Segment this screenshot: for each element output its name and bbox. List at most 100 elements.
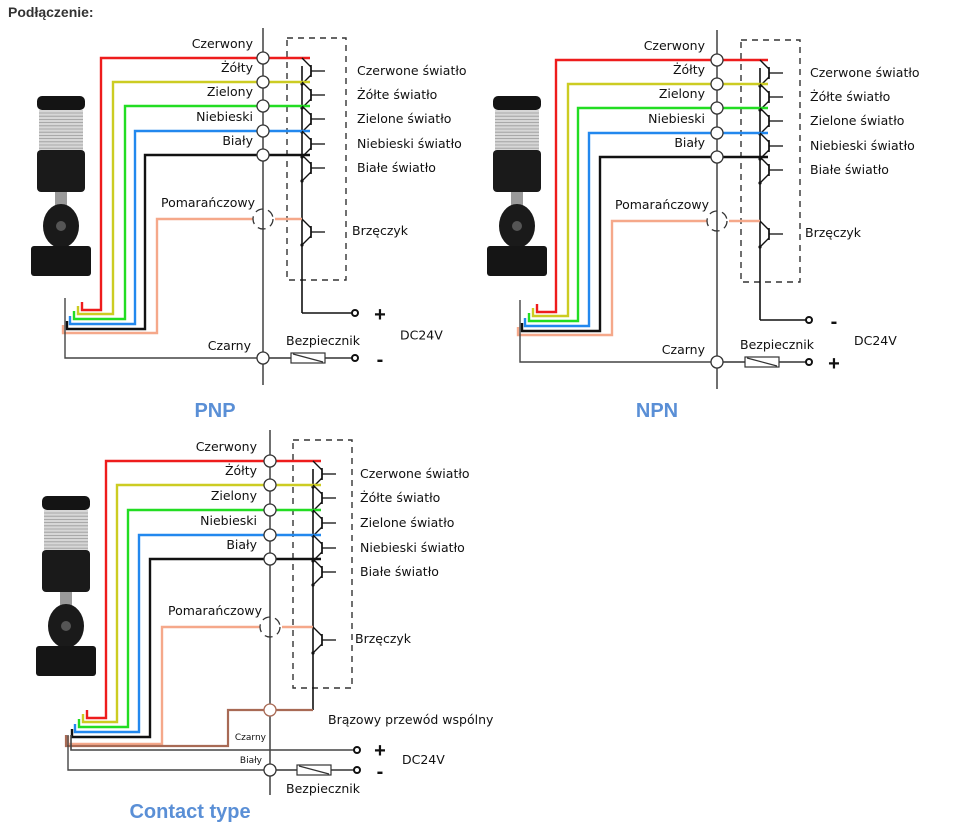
wire-label: Biały [674, 135, 705, 150]
wire-yellow [81, 483, 321, 724]
buzzer-wire-label: Pomarańczowy [161, 195, 256, 210]
crossing-icon [252, 208, 274, 230]
fuse-label: Bezpiecznik [286, 333, 361, 348]
terminal-icon [805, 358, 813, 366]
section-title: PNP [194, 400, 235, 422]
wire-label: Czerwony [644, 38, 706, 53]
junction-red [256, 51, 270, 65]
junction-yellow [710, 77, 724, 91]
transistor-icon [311, 509, 336, 538]
transistor-icon [311, 460, 336, 489]
fuse-label: Bezpiecznik [286, 781, 361, 796]
relay-box [286, 37, 347, 281]
crossing-icon [706, 210, 728, 232]
transistor-icon [758, 107, 783, 136]
supply-sign-lower: + [828, 353, 840, 375]
supply-label: DC24V [400, 328, 443, 343]
junction-black [263, 552, 277, 566]
ground-label: Czarny [208, 338, 252, 353]
fuse-label: Bezpiecznik [740, 337, 815, 352]
black-wire-label: Czarny [235, 733, 267, 743]
supply-sign-upper: + [374, 304, 386, 326]
wire-red [80, 56, 310, 312]
supply-sign-lower: - [377, 349, 384, 371]
junction-blue [263, 528, 277, 542]
relay-box [740, 39, 801, 283]
output-label: Zielone światło [810, 113, 904, 128]
wire-red [85, 459, 321, 720]
transistor-icon [300, 218, 325, 247]
terminal-icon [805, 316, 813, 324]
terminal-icon [351, 309, 359, 317]
junction-red [710, 53, 724, 67]
junction-blue [256, 124, 270, 138]
output-label: Żółte światło [810, 89, 890, 104]
wire-label: Niebieski [196, 109, 253, 124]
output-label: Czerwone światło [360, 466, 470, 481]
output-label: Niebieski światło [360, 540, 465, 555]
wire-black-supply [70, 735, 354, 751]
junction-red [263, 454, 277, 468]
section-title: NPN [636, 400, 678, 422]
junction-yellow [263, 478, 277, 492]
wire-white-supply [67, 735, 264, 771]
supply-sign-lower: - [377, 761, 384, 783]
supply-sign-upper: - [831, 311, 838, 333]
wire-label: Czerwony [192, 36, 254, 51]
wire-label: Zielony [659, 86, 706, 101]
wire-green [527, 106, 768, 323]
junction-green [256, 99, 270, 113]
wire-ground [519, 300, 711, 363]
wire-blue [68, 129, 310, 326]
section-title: Contact type [129, 801, 250, 823]
junction-yellow [256, 75, 270, 89]
fuse-icon [296, 764, 332, 776]
page-title: Podłączenie: [8, 4, 94, 20]
terminal-icon [353, 746, 361, 754]
transistor-icon [300, 105, 325, 134]
wire-label: Biały [226, 537, 257, 552]
output-label: Białe światło [357, 160, 436, 175]
crossing-icon [259, 616, 281, 638]
transistor-icon [300, 57, 325, 86]
wire-green [77, 508, 321, 729]
relay-box [292, 439, 353, 689]
wire-label: Żółty [221, 60, 254, 75]
wire-green [72, 104, 310, 321]
output-label: Czerwone światło [810, 65, 920, 80]
fuse-icon [290, 352, 326, 364]
buzzer-label: Brzęczyk [805, 225, 862, 240]
output-label: Niebieski światło [810, 138, 915, 153]
wire-yellow [531, 82, 768, 318]
wire-orange [516, 219, 707, 337]
output-label: Czerwone światło [357, 63, 467, 78]
output-label: Żółte światło [360, 490, 440, 505]
wire-label: Biały [222, 133, 253, 148]
white-wire-label: Biały [240, 756, 263, 766]
junction-green [263, 503, 277, 517]
transistor-icon [300, 81, 325, 110]
transistor-icon [758, 83, 783, 112]
wire-black [70, 557, 321, 739]
junction-black [710, 150, 724, 164]
tower-light-icon [487, 96, 547, 276]
output-label: Białe światło [810, 162, 889, 177]
transistor-icon [311, 558, 336, 587]
tower-light-icon [31, 96, 91, 276]
wire-orange [61, 217, 253, 335]
wire-label: Niebieski [648, 111, 705, 126]
junction-ground [263, 763, 277, 777]
buzzer-label: Brzęczyk [352, 223, 409, 238]
common-wire-label: Brązowy przewód wspólny [328, 712, 494, 727]
junction-ground [710, 355, 724, 369]
terminal-icon [351, 354, 359, 362]
terminal-icon [353, 766, 361, 774]
wire-label: Żółty [673, 62, 706, 77]
wire-blue [73, 533, 321, 734]
output-label: Białe światło [360, 564, 439, 579]
wire-label: Niebieski [200, 513, 257, 528]
wire-label: Zielony [211, 488, 258, 503]
tower-light-icon [36, 496, 96, 676]
